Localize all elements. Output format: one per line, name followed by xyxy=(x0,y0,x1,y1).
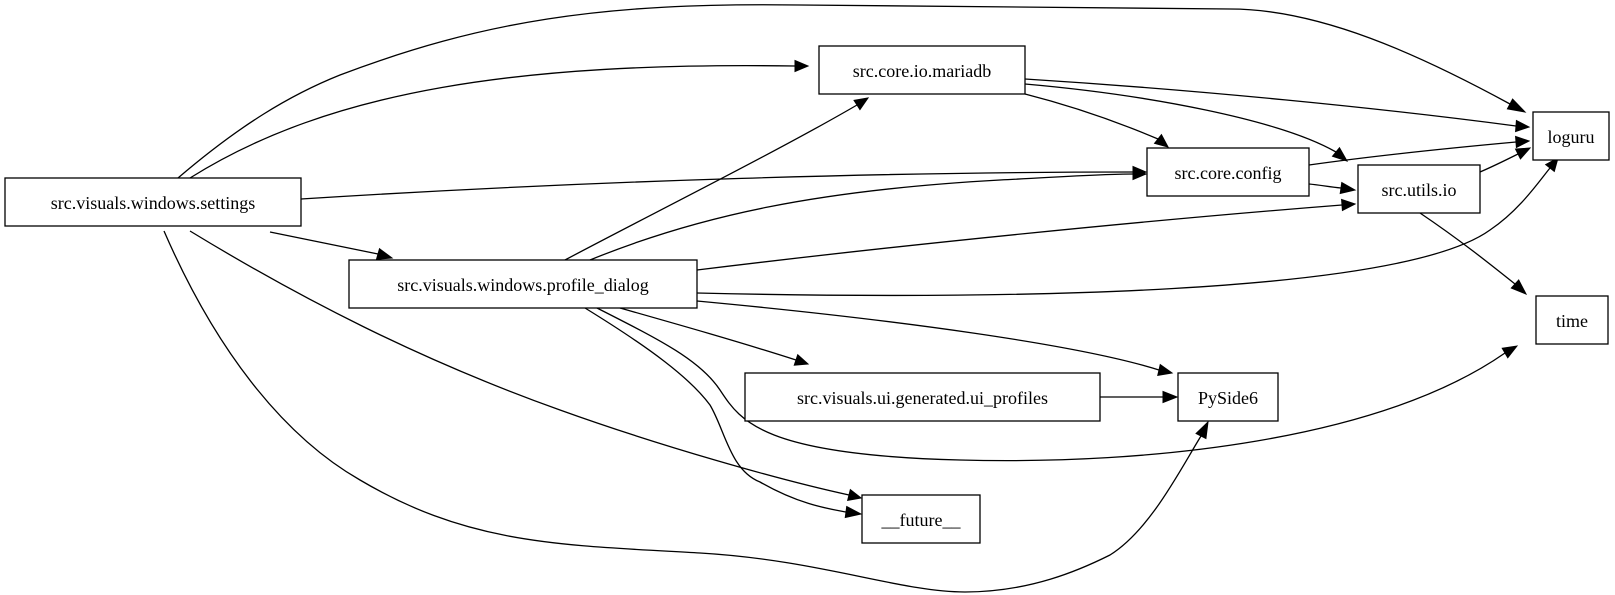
nodes-layer: src.visuals.windows.settings src.core.io.… xyxy=(4,45,1610,544)
arrowhead xyxy=(1506,98,1527,113)
edge-line xyxy=(1479,153,1519,173)
node-box xyxy=(1532,111,1610,161)
arrowhead xyxy=(1544,157,1559,173)
node-box xyxy=(861,494,981,544)
edge-line xyxy=(177,4,1511,179)
edge-line xyxy=(269,231,379,255)
arrowhead xyxy=(1501,345,1519,359)
edge-line xyxy=(189,230,850,496)
node-label: time xyxy=(1556,311,1588,331)
arrowhead xyxy=(375,247,394,260)
node-box xyxy=(4,177,302,227)
edge-line xyxy=(696,167,1551,297)
arrowhead xyxy=(1339,181,1357,195)
edge-line xyxy=(696,300,1160,371)
arrowhead xyxy=(853,97,870,111)
edge-ui-profiles-to-pyside6 xyxy=(1100,390,1179,404)
arrowhead xyxy=(1157,363,1174,376)
arrowhead xyxy=(1515,135,1531,149)
edge-line xyxy=(584,307,847,513)
edge-mariadb-to-utils-io xyxy=(1024,83,1349,162)
node-label: PySide6 xyxy=(1198,388,1258,408)
edge-line xyxy=(596,307,1506,462)
arrowhead xyxy=(1341,198,1357,212)
node-box xyxy=(744,372,1101,422)
arrowhead xyxy=(1514,147,1532,160)
node-label: src.core.io.mariadb xyxy=(853,61,991,81)
edge-line xyxy=(1419,212,1516,285)
node-pyside6: PySide6 xyxy=(1177,372,1279,422)
arrowhead xyxy=(794,59,810,73)
edge-profile-dialog-to-loguru xyxy=(696,157,1559,297)
node-box xyxy=(348,259,698,309)
node-label: src.visuals.ui.generated.ui_profiles xyxy=(797,388,1048,408)
node-settings: src.visuals.windows.settings xyxy=(4,177,302,227)
edge-config-to-utils-io xyxy=(1308,181,1357,195)
edge-profile-dialog-to-utils-io xyxy=(696,198,1357,271)
edge-line xyxy=(300,171,1134,200)
edge-settings-to-mariadb xyxy=(189,59,810,179)
edge-settings-to-config xyxy=(300,165,1148,200)
node-ui-profiles: src.visuals.ui.generated.ui_profiles xyxy=(744,372,1101,422)
edge-settings-to-loguru xyxy=(177,4,1527,179)
node-label: src.visuals.windows.profile_dialog xyxy=(397,275,648,295)
edge-config-to-loguru xyxy=(1308,135,1531,166)
arrowhead xyxy=(793,353,810,366)
edge-utils-io-to-time xyxy=(1419,212,1528,295)
node-box xyxy=(1146,147,1310,197)
node-box xyxy=(1535,295,1609,345)
arrowhead xyxy=(846,488,863,501)
edge-profile-dialog-to-ui-profiles xyxy=(619,307,810,366)
edge-profile-dialog-to-config xyxy=(589,167,1148,261)
edge-line xyxy=(1308,141,1517,166)
arrowhead xyxy=(1132,167,1148,181)
edge-line xyxy=(1308,183,1342,189)
node-box xyxy=(1357,164,1481,214)
node-profile-dialog: src.visuals.windows.profile_dialog xyxy=(348,259,698,309)
edge-profile-dialog-to-time xyxy=(596,307,1519,462)
arrowhead xyxy=(1153,133,1169,148)
node-box xyxy=(818,45,1026,95)
node-config: src.core.config xyxy=(1146,147,1310,197)
arrowhead xyxy=(1331,146,1349,162)
node-time: time xyxy=(1535,295,1609,345)
edge-line xyxy=(564,104,858,261)
edge-settings-to-future xyxy=(189,230,863,501)
node-future: __future__ xyxy=(861,494,981,544)
node-box xyxy=(1177,372,1279,422)
edge-line xyxy=(1024,93,1159,140)
edge-line xyxy=(696,204,1343,271)
arrowhead xyxy=(844,505,863,519)
edge-line xyxy=(1024,83,1337,153)
edge-profile-dialog-to-mariadb xyxy=(564,97,870,261)
node-label: src.utils.io xyxy=(1382,180,1457,200)
arrowhead xyxy=(1195,420,1209,440)
edge-mariadb-to-loguru xyxy=(1024,78,1531,133)
edge-utils-io-to-loguru xyxy=(1479,147,1532,173)
arrowhead xyxy=(1162,390,1179,404)
edge-line xyxy=(1024,78,1517,127)
node-label: src.core.config xyxy=(1175,163,1282,183)
edge-line xyxy=(163,230,1202,593)
node-mariadb: src.core.io.mariadb xyxy=(818,45,1026,95)
edge-settings-to-profile-dialog xyxy=(269,231,394,260)
arrowhead xyxy=(1515,119,1531,133)
node-label: loguru xyxy=(1548,127,1595,147)
node-utils-io: src.utils.io xyxy=(1357,164,1481,214)
edge-profile-dialog-to-pyside6 xyxy=(696,300,1174,376)
edge-line xyxy=(589,173,1134,261)
edge-line xyxy=(619,307,797,361)
arrowhead xyxy=(1510,279,1528,295)
edge-mariadb-to-config xyxy=(1024,93,1169,148)
node-label: src.visuals.windows.settings xyxy=(51,193,256,213)
edge-profile-dialog-to-future xyxy=(584,307,863,519)
node-loguru: loguru xyxy=(1532,111,1610,161)
edge-line xyxy=(189,65,796,179)
edges-layer xyxy=(163,4,1559,593)
node-label: __future__ xyxy=(881,510,962,530)
edge-settings-to-pyside6 xyxy=(163,230,1209,593)
